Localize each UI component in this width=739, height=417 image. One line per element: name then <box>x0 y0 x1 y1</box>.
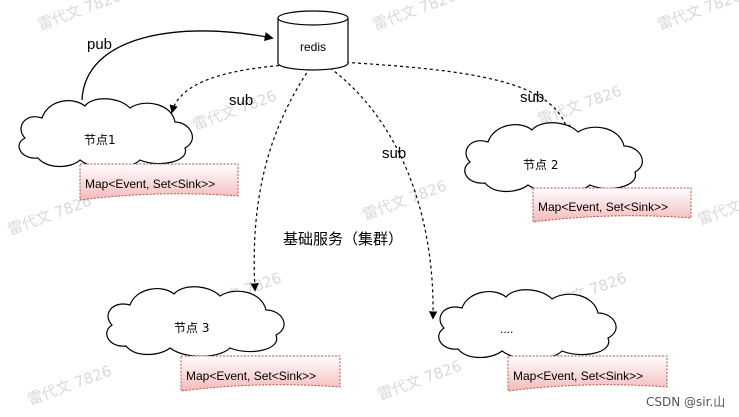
redis-cylinder-top <box>277 10 349 26</box>
map-box-shape <box>180 355 341 392</box>
map-box-shape <box>532 187 692 223</box>
map-box: Map<Event, Set<Sink>> <box>180 355 341 392</box>
map-label: Map<Event, Set<Sink>> <box>186 369 316 383</box>
watermark-text: 雷代文 7826 <box>375 357 464 404</box>
cloud-shape <box>438 289 617 360</box>
credit-label: CSDN @sir.山 <box>646 395 725 409</box>
pub-label: pub <box>87 36 112 53</box>
node-2: 节点 2 Map<Event, Set<Sink>> <box>464 122 692 223</box>
map-box-shape <box>507 355 668 392</box>
watermark-text: 雷代文 7826 <box>695 182 739 229</box>
sub-arrow-node4 <box>329 67 438 320</box>
sub-arrow-node1 <box>169 64 286 114</box>
map-label: Map<Event, Set<Sink>> <box>85 177 215 191</box>
sub-label-middle: sub <box>382 145 406 162</box>
sub-label-right: sub <box>520 89 544 106</box>
watermark-text: 雷代文 7826 <box>655 0 739 34</box>
sub-label-left: sub <box>229 92 253 109</box>
node-1: 节点1 Map<Event, Set<Sink>> <box>18 98 239 201</box>
sub-arrow-node3 <box>250 67 311 292</box>
node-label: 节点1 <box>84 133 116 147</box>
node-4: .... Map<Event, Set<Sink>> <box>438 289 668 392</box>
watermark-text: 雷代文 7826 <box>25 362 114 409</box>
node-label: 节点 3 <box>174 321 209 335</box>
node-label: .... <box>500 322 513 336</box>
watermark-text: 雷代文 7826 <box>35 0 124 34</box>
node-3: 节点 3 Map<Event, Set<Sink>> <box>106 286 341 392</box>
map-box: Map<Event, Set<Sink>> <box>507 355 668 392</box>
redis-database: redis <box>277 10 349 71</box>
node-label: 节点 2 <box>523 158 558 172</box>
watermark-text: 雷代文 7826 <box>535 82 624 129</box>
watermark-text: 雷代文 7826 <box>360 177 449 224</box>
watermark-text: 雷代文 7826 <box>370 0 459 34</box>
sub-arrow-node2 <box>339 61 571 134</box>
map-box: Map<Event, Set<Sink>> <box>532 187 692 223</box>
pub-arrow <box>81 30 274 101</box>
redis-label: redis <box>300 40 326 54</box>
map-box: Map<Event, Set<Sink>> <box>79 163 239 201</box>
map-label: Map<Event, Set<Sink>> <box>538 200 668 214</box>
cloud-shape <box>106 286 285 357</box>
cloud-shape <box>18 98 193 169</box>
map-label: Map<Event, Set<Sink>> <box>513 369 643 383</box>
map-box-shape <box>79 163 239 201</box>
redis-cylinder-body <box>277 18 349 71</box>
cluster-label: 基础服务（集群） <box>283 230 403 248</box>
